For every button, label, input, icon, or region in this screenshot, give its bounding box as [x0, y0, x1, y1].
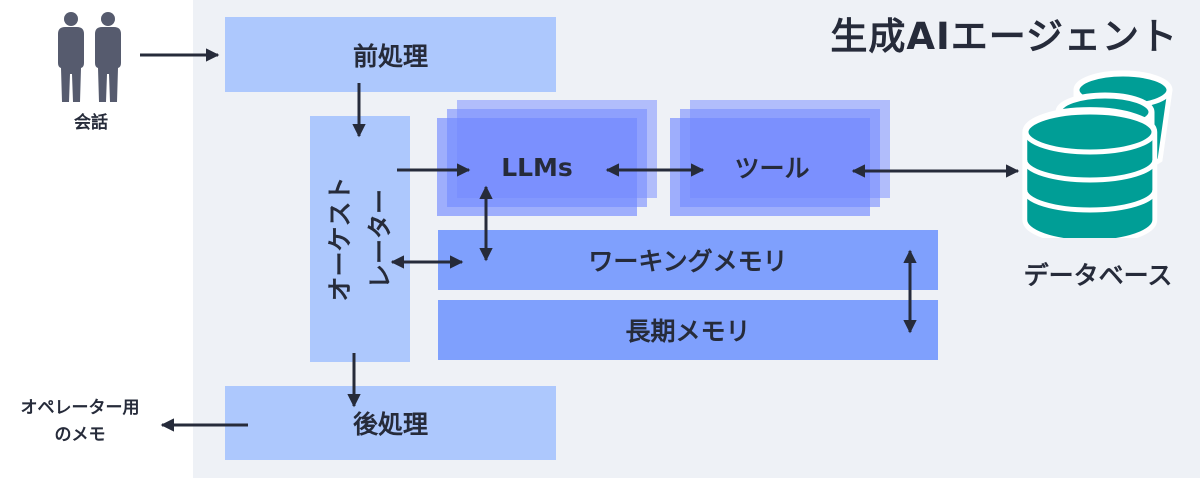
long-term-memory-box[interactable]: 長期メモリ [438, 300, 938, 360]
database-icon [1022, 70, 1173, 238]
postprocess-label: 後処理 [352, 410, 428, 439]
tools-label: ツール [734, 154, 810, 183]
operator-memo-line1: オペレーター用 [20, 398, 140, 418]
orchestrator-box[interactable] [310, 116, 410, 362]
preprocess-label: 前処理 [352, 41, 428, 71]
database-label: データベース [1023, 261, 1173, 290]
diagram-title: 生成AIエージェント [830, 15, 1178, 58]
preprocess-box[interactable]: 前処理 [225, 17, 556, 92]
postprocess-box[interactable]: 後処理 [225, 386, 556, 460]
operator-memo-line2: のメモ [54, 425, 106, 445]
conversation-label: 会話 [74, 113, 108, 133]
working-memory-box[interactable]: ワーキングメモリ [438, 230, 938, 290]
tools-box: ツール [672, 118, 872, 216]
operator-memo-label: オペレーター用 のメモ [0, 395, 160, 449]
llms-label: LLMs [501, 152, 573, 182]
people-icon [58, 12, 121, 102]
working-memory-label: ワーキングメモリ [588, 247, 788, 276]
long-term-memory-label: 長期メモリ [625, 317, 751, 346]
llms-box: LLMs [437, 118, 637, 216]
